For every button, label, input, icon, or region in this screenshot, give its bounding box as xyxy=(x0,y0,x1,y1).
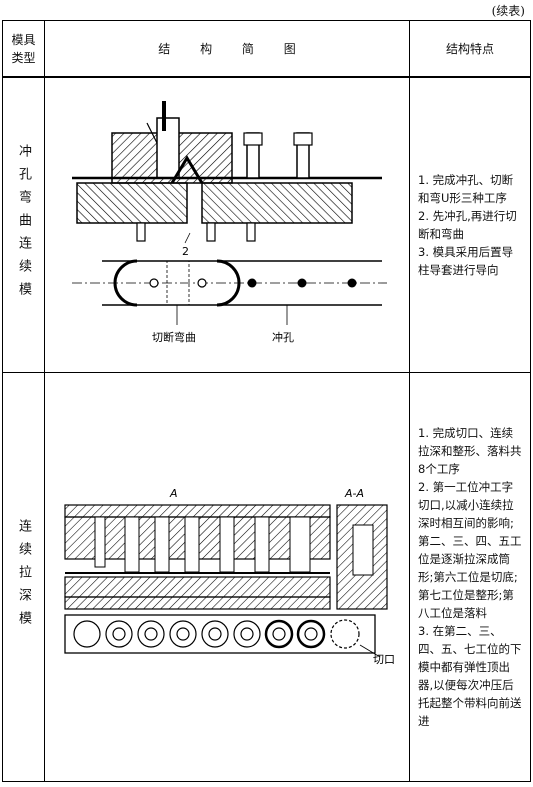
feature-item: 1. 完成切口、连续拉深和整形、落料共8个工序 xyxy=(418,425,522,476)
label-punch: 冲孔 xyxy=(272,330,294,344)
progressive-drawing-die-diagram: A A-A xyxy=(63,487,395,666)
label-notch: 切口 xyxy=(373,653,395,665)
type-header-line1: 模具 xyxy=(11,32,36,47)
feature-item: 2. 第一工位冲工字切口,以减小连续拉深时相互间的影响;第二、三、四、五工位是逐… xyxy=(418,479,522,620)
die-type-label: 连续拉深模 xyxy=(16,519,31,635)
diagram-header: 结 构 简 图 xyxy=(44,20,410,78)
die-type-cell: 冲孔弯曲连续模 xyxy=(2,76,45,373)
diagram-cell: 2 切断弯曲 冲孔 xyxy=(44,76,410,373)
die-type-label: 冲孔弯曲连续模 xyxy=(16,144,31,306)
feature-item: 3. 模具采用后置导柱导套进行导向 xyxy=(418,244,514,277)
table-row: 冲孔弯曲连续模 xyxy=(2,76,531,373)
table-row: 连续拉深模 A A-A xyxy=(2,371,531,782)
die-structure-table: 模具 类型 结 构 简 图 结构特点 冲孔弯曲连续模 xyxy=(2,20,531,782)
features-header: 结构特点 xyxy=(409,20,531,78)
diagram-cell: A A-A xyxy=(44,371,410,782)
features-cell: 1. 完成冲孔、切断和弯U形三种工序 2. 先冲孔,再进行切断和弯曲 3. 模具… xyxy=(409,76,531,373)
table-header-row: 模具 类型 结 构 简 图 结构特点 xyxy=(2,20,531,78)
punch-bend-die-diagram: 2 切断弯曲 冲孔 xyxy=(72,100,387,344)
feature-item: 3. 在第二、三、四、五、七工位的下模中都有弹性顶出器,以便每次冲压后托起整个带… xyxy=(418,623,522,728)
feature-item: 2. 先冲孔,再进行切断和弯曲 xyxy=(418,208,517,241)
die-type-cell: 连续拉深模 xyxy=(2,371,45,782)
type-header-line2: 类型 xyxy=(11,50,36,65)
label-cut-bend: 切断弯曲 xyxy=(152,330,196,344)
features-cell: 1. 完成切口、连续拉深和整形、落料共8个工序 2. 第一工位冲工字切口,以减小… xyxy=(409,371,531,782)
label-2: 2 xyxy=(182,245,189,258)
label-a-a: A-A xyxy=(344,487,364,500)
feature-item: 1. 完成冲孔、切断和弯U形三种工序 xyxy=(418,172,514,205)
type-header: 模具 类型 xyxy=(2,20,45,78)
continued-label: (续表) xyxy=(491,4,525,18)
label-a: A xyxy=(169,487,178,500)
